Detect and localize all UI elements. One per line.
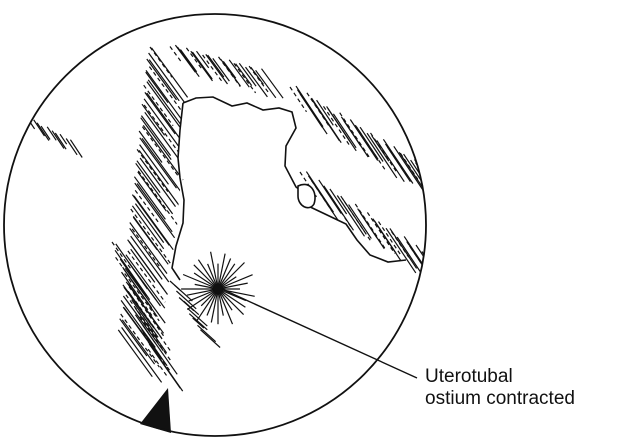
hatch-stroke <box>138 172 167 211</box>
tissue-hatching <box>28 45 468 391</box>
hatch-stroke <box>444 180 467 215</box>
callout-leader-line <box>224 290 417 378</box>
hatch-stroke <box>427 166 453 206</box>
hatch-stroke <box>422 252 449 292</box>
hatch-stroke <box>333 114 356 148</box>
hatch-stroke <box>52 131 64 149</box>
hatch-stroke <box>132 300 159 338</box>
hatch-stroke <box>430 171 448 198</box>
hatch-stroke <box>377 141 405 182</box>
ostium-center <box>213 284 223 294</box>
hatch-stroke <box>144 85 173 126</box>
hatch-stroke <box>192 52 212 79</box>
hatch-stroke <box>146 70 182 119</box>
dark-wedge-marker <box>140 388 171 433</box>
hatch-stroke <box>170 47 182 64</box>
hatch-stroke <box>234 63 256 93</box>
hatch-stroke <box>174 285 192 301</box>
hatch-stroke <box>206 54 228 84</box>
hatch-stroke <box>411 160 440 204</box>
hatch-stroke <box>213 58 230 81</box>
hatch-stroke <box>70 140 82 158</box>
callout-line-2: ostium contracted <box>425 388 575 410</box>
small-polyp-shape <box>298 184 315 207</box>
hatch-stroke <box>374 221 396 254</box>
hatch-stroke <box>416 245 446 290</box>
hatch-stroke <box>443 179 464 211</box>
hatch-stroke <box>296 86 323 127</box>
hatch-stroke <box>404 236 434 280</box>
hatch-stroke <box>188 308 208 326</box>
hatch-stroke <box>186 48 203 71</box>
hatch-stroke <box>431 174 459 216</box>
hatch-stroke <box>37 123 49 141</box>
hatch-stroke <box>367 212 394 253</box>
hatch-stroke <box>355 204 385 249</box>
hatch-stroke <box>131 209 171 264</box>
hatch-stroke <box>324 106 351 147</box>
hatch-stroke <box>144 99 180 148</box>
cavity-outline <box>172 97 406 280</box>
hatch-stroke <box>130 223 167 274</box>
hatch-stroke <box>132 206 163 249</box>
hatch-stroke <box>191 51 213 81</box>
callout-label: Uterotubal ostium contracted <box>425 366 575 410</box>
hatch-stroke <box>350 120 377 161</box>
hatch-stroke <box>198 325 216 341</box>
hatch-stroke <box>180 50 196 72</box>
hatch-stroke <box>200 330 220 348</box>
hatch-stroke <box>189 314 207 330</box>
hatch-stroke <box>60 134 67 144</box>
hatch-stroke <box>437 173 466 217</box>
callout-line-1: Uterotubal <box>425 366 575 388</box>
